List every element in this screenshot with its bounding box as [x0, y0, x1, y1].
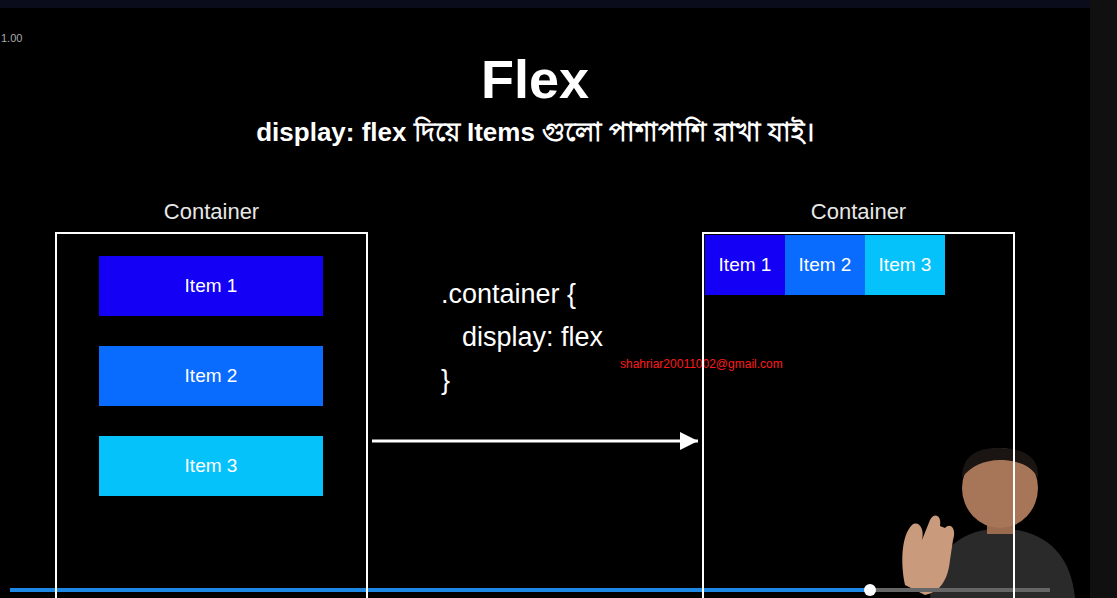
flex-container: ContainerItem 1Item 2Item 3 [702, 198, 1015, 226]
item-label: Item 3 [879, 254, 932, 276]
transform-arrow [372, 440, 698, 443]
container-label: Container [55, 198, 368, 226]
side-strip [1090, 0, 1117, 598]
slide-title: Flex [0, 48, 1070, 110]
progress-remaining [870, 588, 1050, 592]
flex-item: Item 3 [99, 436, 323, 496]
code-line: } [441, 364, 450, 396]
playback-speed: 1.00 [1, 32, 22, 45]
progress-knob [864, 584, 876, 596]
presenter-hair [962, 448, 1038, 478]
presenter-head [962, 448, 1038, 528]
item-label: Item 1 [185, 275, 238, 297]
container-border: Item 1 Item 2 Item 3 [55, 232, 368, 598]
top-strip [0, 0, 1117, 8]
flex-container: ContainerItem 1Item 2Item 3 [55, 198, 368, 226]
slide-subtitle: display: flex দিয়ে Items গুলো পাশাপাশি … [0, 115, 1070, 149]
item-label: Item 2 [185, 365, 238, 387]
container-label: Container [702, 198, 1015, 226]
code-line: display: flex [462, 321, 603, 353]
flex-item: Item 2 [785, 235, 865, 295]
item-label: Item 1 [719, 254, 772, 276]
container-border: Item 1 Item 2 Item 3 [702, 232, 1015, 598]
presenter-hand [902, 515, 954, 595]
flex-item: Item 3 [865, 235, 945, 295]
presenter-figure [902, 448, 1075, 598]
item-label: Item 3 [185, 455, 238, 477]
flex-item: Item 1 [705, 235, 785, 295]
progress-played [10, 588, 870, 592]
item-label: Item 2 [799, 254, 852, 276]
flex-item: Item 2 [99, 346, 323, 406]
flex-item: Item 1 [99, 256, 323, 316]
code-line: .container { [441, 278, 576, 310]
